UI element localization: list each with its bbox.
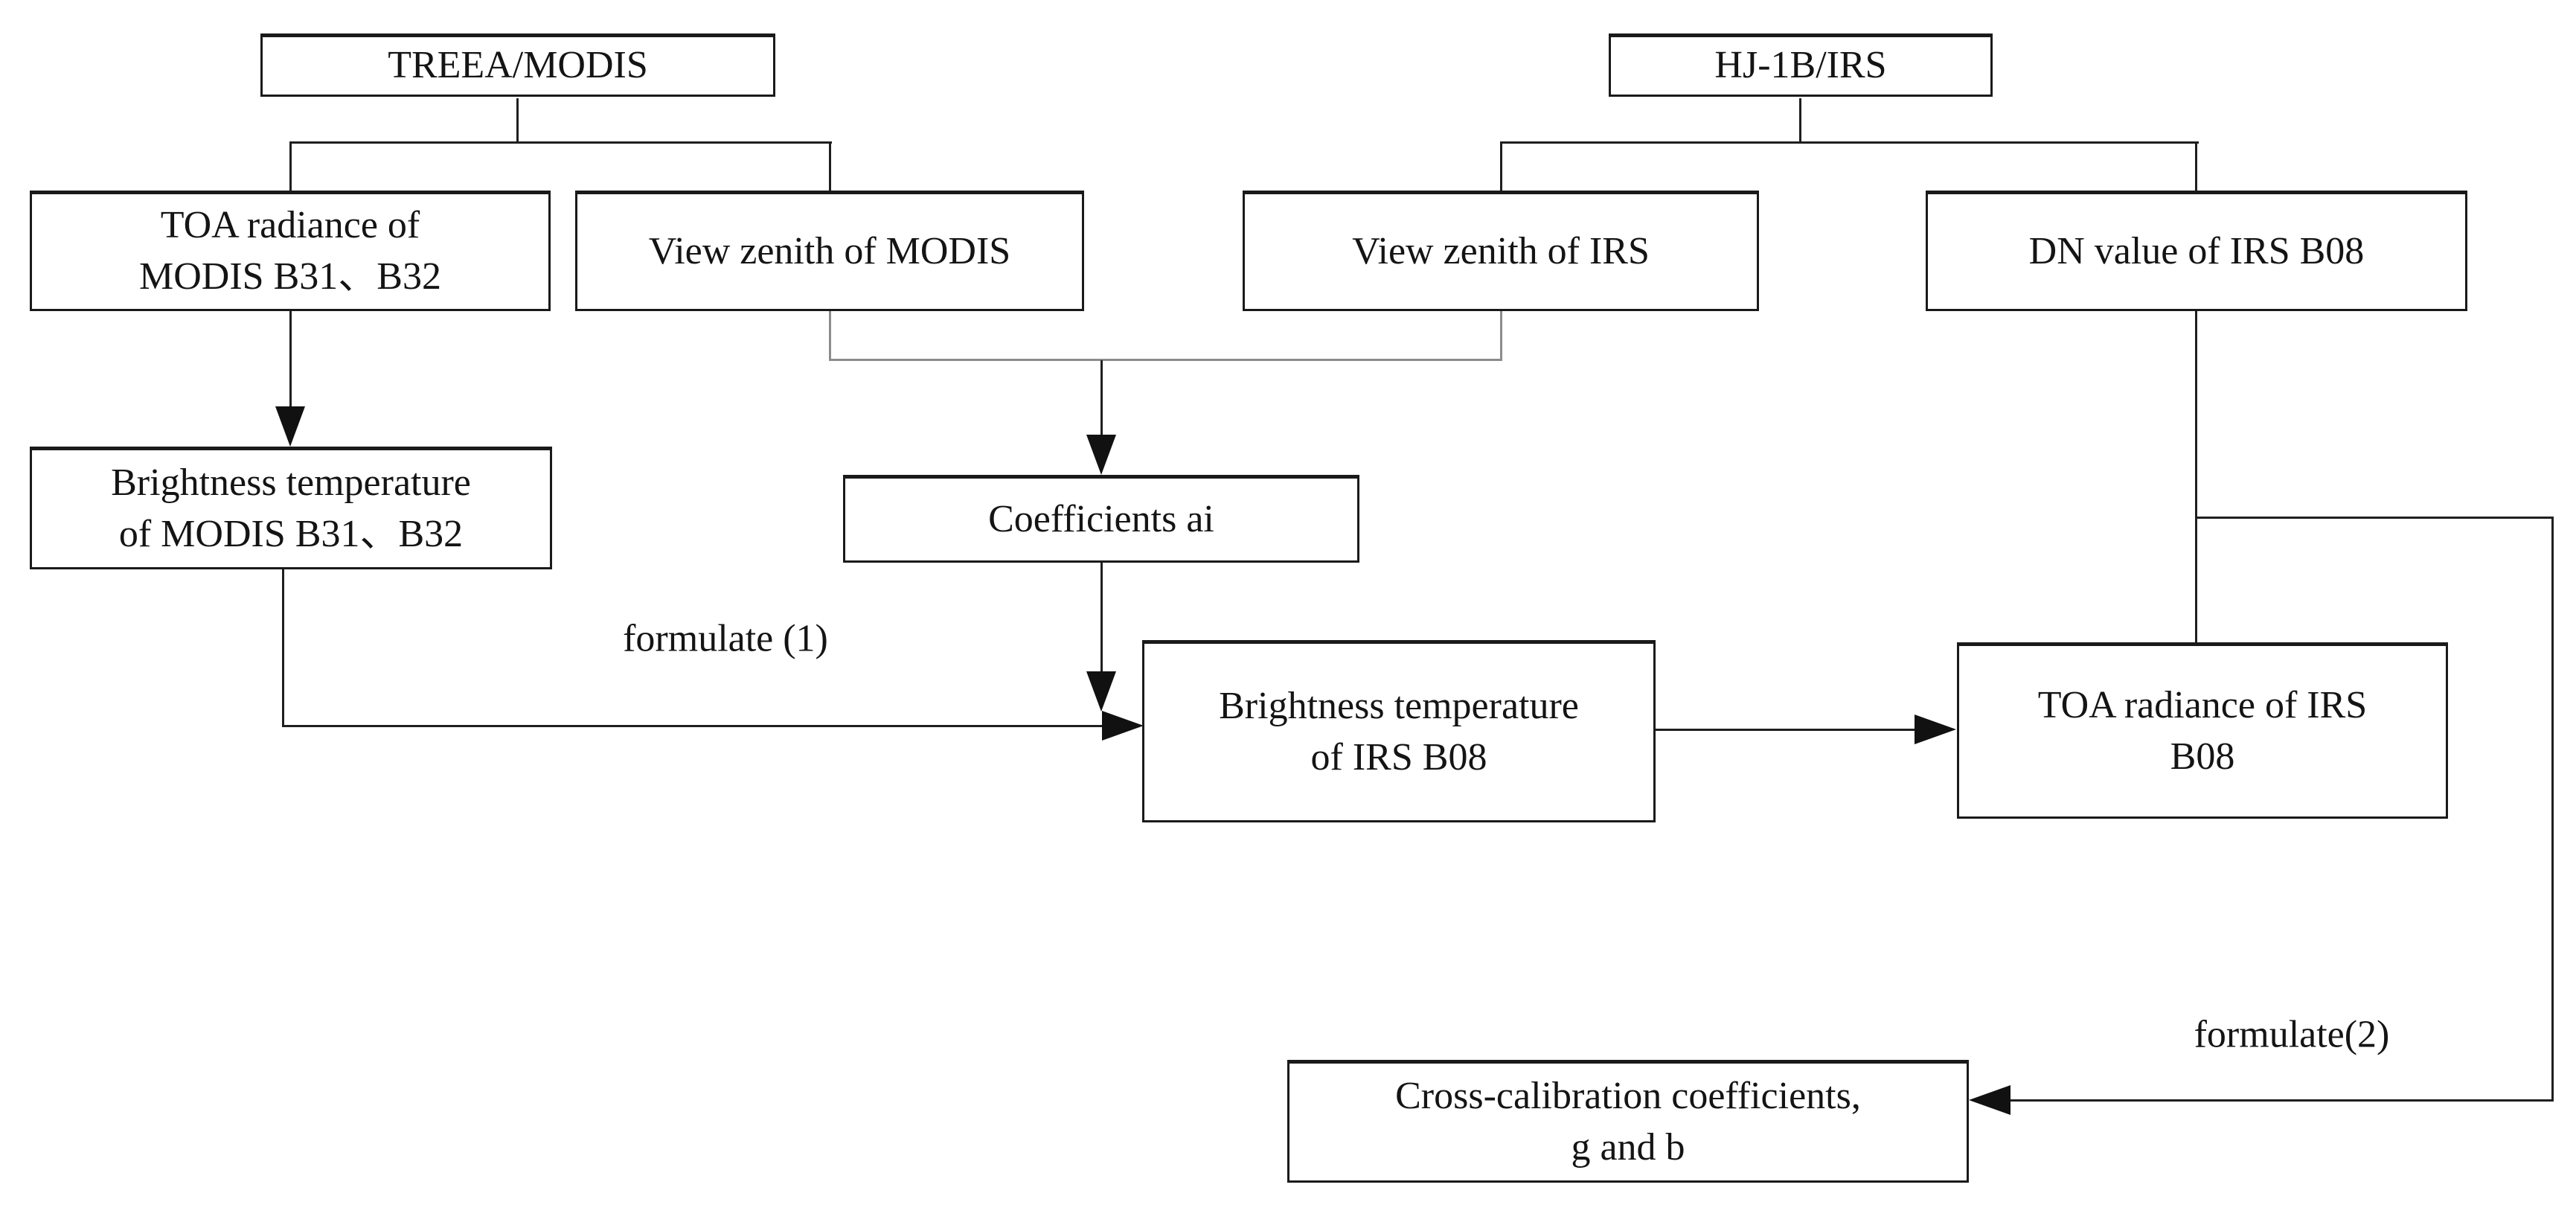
connector-branch-to-view-zenith-irs bbox=[1500, 141, 1502, 191]
node-cross-calibration: Cross-calibration coefficients, g and b bbox=[1287, 1060, 1969, 1183]
edge-label-formulate-1: formulate (1) bbox=[623, 617, 828, 660]
arrowhead-into-bt-modis bbox=[275, 406, 305, 447]
connector-coefficients-down bbox=[1100, 563, 1103, 673]
connector-view-zenith-modis-drop bbox=[829, 311, 831, 359]
connector-treea-branch bbox=[289, 141, 832, 144]
node-label: TOA radiance of IRS bbox=[2037, 683, 2368, 726]
node-coefficients-ai: Coefficients ai bbox=[843, 475, 1359, 563]
connector-view-zenith-merge bbox=[829, 359, 1502, 361]
node-label: View zenith of MODIS bbox=[648, 229, 1011, 272]
node-brightness-temp-modis: Brightness temperature of MODIS B31、B32 bbox=[30, 447, 552, 569]
node-label: B08 bbox=[2170, 735, 2235, 778]
connector-loop-top bbox=[2195, 517, 2554, 519]
node-toa-radiance-modis: TOA radiance of MODIS B31、B32 bbox=[30, 191, 551, 311]
node-label: Cross-calibration coefficients, bbox=[1395, 1074, 1861, 1117]
connector-hj-down bbox=[1799, 98, 1801, 141]
node-hj1b-irs: HJ-1B/IRS bbox=[1609, 33, 1993, 97]
arrowhead-into-cross-calibration bbox=[1969, 1085, 2011, 1115]
connector-loop-right bbox=[2551, 517, 2554, 1102]
connector-bt-modis-down bbox=[282, 569, 284, 727]
node-label: TREEA/MODIS bbox=[388, 44, 648, 87]
arrowhead-into-bt-irs bbox=[1102, 711, 1144, 741]
node-label: HJ-1B/IRS bbox=[1714, 44, 1887, 87]
connector-merge-to-coefficients bbox=[1100, 360, 1103, 435]
node-label: Coefficients ai bbox=[988, 497, 1214, 540]
connector-dn-down-to-toa-irs bbox=[2195, 311, 2197, 642]
arrowhead-into-toa-irs bbox=[1915, 715, 1956, 744]
connector-view-zenith-irs-drop bbox=[1500, 311, 1502, 359]
node-label: MODIS B31、B32 bbox=[139, 255, 441, 298]
node-label: of MODIS B31、B32 bbox=[118, 512, 464, 555]
edge-label-formulate-2: formulate(2) bbox=[2194, 1013, 2390, 1056]
node-label: of IRS B08 bbox=[1310, 735, 1487, 779]
node-label: Brightness temperature bbox=[111, 461, 471, 504]
arrowhead-into-coefficients bbox=[1086, 435, 1116, 475]
node-label: DN value of IRS B08 bbox=[2028, 229, 2365, 272]
connector-toa-modis-to-bt-modis bbox=[289, 311, 292, 408]
node-view-zenith-modis: View zenith of MODIS bbox=[575, 191, 1084, 311]
node-brightness-temp-irs: Brightness temperature of IRS B08 bbox=[1142, 640, 1656, 822]
node-label: View zenith of IRS bbox=[1352, 229, 1650, 272]
connector-branch-to-toa-modis bbox=[289, 141, 292, 191]
node-label: TOA radiance of bbox=[160, 204, 420, 247]
connector-branch-to-view-zenith-modis bbox=[829, 141, 831, 191]
connector-loop-bottom bbox=[2011, 1099, 2554, 1102]
connector-bt-modis-right bbox=[282, 725, 1103, 727]
node-view-zenith-irs: View zenith of IRS bbox=[1243, 191, 1759, 311]
node-treea-modis: TREEA/MODIS bbox=[260, 33, 775, 97]
node-label: Brightness temperature bbox=[1219, 684, 1579, 727]
connector-treea-down bbox=[516, 98, 519, 141]
node-dn-value-irs: DN value of IRS B08 bbox=[1926, 191, 2467, 311]
connector-bt-irs-to-toa-irs bbox=[1656, 729, 1916, 731]
connector-branch-to-dn-value bbox=[2195, 141, 2197, 191]
node-toa-radiance-irs: TOA radiance of IRS B08 bbox=[1957, 642, 2448, 819]
arrowhead-coefficients-to-bt-irs bbox=[1086, 671, 1116, 712]
node-label: g and b bbox=[1571, 1125, 1685, 1169]
connector-hj-branch bbox=[1500, 141, 2199, 144]
